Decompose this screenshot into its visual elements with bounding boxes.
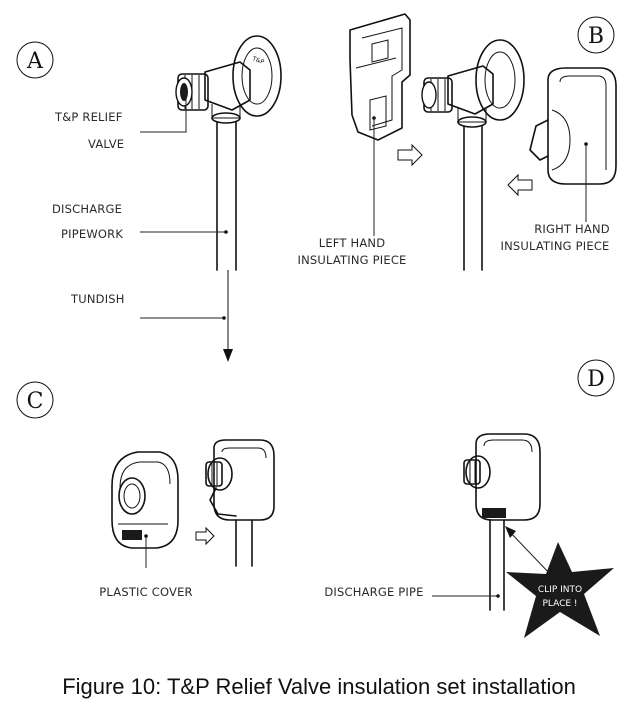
push-left-arrow-icon: [507, 173, 533, 197]
left-hand-insulating-piece: [349, 13, 411, 141]
svg-text:T&P: T&P: [250, 55, 265, 66]
label-tp-relief-line1: T&P RELIEF: [54, 110, 123, 124]
label-discharge-pipe: DISCHARGE PIPE: [324, 585, 423, 599]
label-right-hand-line1: RIGHT HAND: [534, 222, 610, 236]
tp-relief-valve-b: [421, 39, 525, 128]
discharge-pipe-a: [216, 121, 237, 362]
star-text-line2: PLACE !: [542, 599, 577, 609]
figure-caption: Figure 10: T&P Relief Valve insulation s…: [62, 674, 576, 699]
push-right-arrow-icon: [397, 143, 423, 167]
right-hand-insulating-piece: [529, 67, 617, 185]
tp-relief-valve-a: T&P: [175, 35, 282, 124]
tp-relief-leader: [140, 92, 187, 133]
panel-a-letter: A: [26, 49, 44, 74]
label-tp-relief-line2: VALVE: [88, 137, 124, 151]
panel-d-badge: D: [577, 359, 615, 397]
assembled-valve-c: [205, 439, 275, 567]
panel-c: C PLASTIC COVER: [16, 381, 275, 599]
panel-a: A T&P: [16, 35, 282, 362]
panel-b: B: [297, 13, 617, 271]
panel-b-letter: B: [588, 24, 604, 49]
panel-c-badge: C: [16, 381, 54, 419]
push-right-arrow-icon-c: [195, 526, 215, 546]
plastic-cover-c: [111, 451, 179, 549]
label-left-hand-line1: LEFT HAND: [319, 236, 386, 250]
flow-arrow-icon: [223, 349, 233, 362]
panel-d: D DISCHARGE PIPE CLIP INTO PLACE !: [324, 359, 615, 638]
clip-into-place-star: CLIP INTO PLACE !: [506, 542, 614, 638]
label-tundish: TUNDISH: [70, 292, 125, 306]
star-text-line1: CLIP INTO: [538, 585, 582, 595]
discharge-pipe-b: [463, 125, 483, 271]
panel-a-badge: A: [16, 41, 54, 79]
label-discharge-line2: PIPEWORK: [61, 227, 123, 241]
label-left-hand-line2: INSULATING PIECE: [297, 253, 406, 267]
label-discharge-line1: DISCHARGE: [52, 202, 122, 216]
panel-d-letter: D: [587, 367, 605, 392]
assembled-valve-d: [463, 433, 541, 611]
panel-c-letter: C: [27, 389, 44, 414]
label-plastic-cover: PLASTIC COVER: [99, 585, 192, 599]
panel-b-badge: B: [577, 16, 615, 54]
label-right-hand-line2: INSULATING PIECE: [500, 239, 609, 253]
